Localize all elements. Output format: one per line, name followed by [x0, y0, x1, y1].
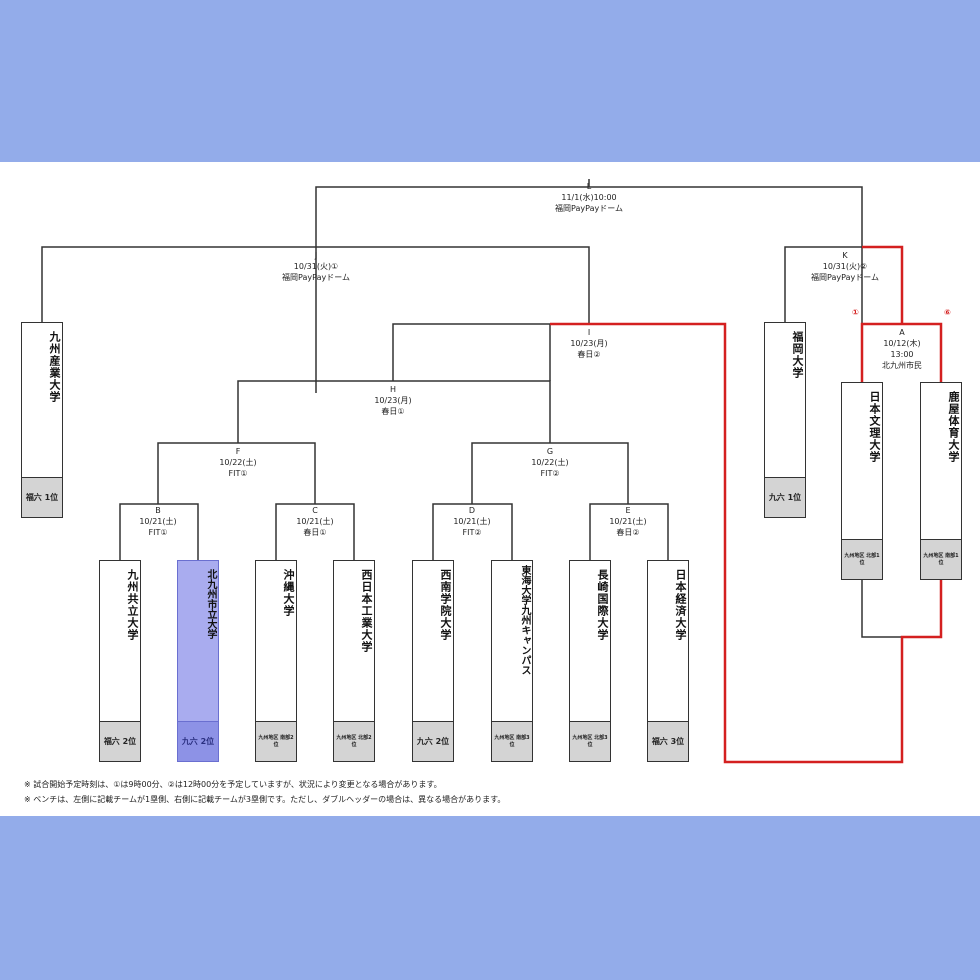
team-qualification: 九州地区 南部1位	[921, 539, 961, 579]
team-name: 九州産業大学	[48, 331, 61, 403]
team-name: 西日本工業大学	[360, 569, 373, 653]
team-qualification: 九州地区 北部2位	[334, 721, 374, 761]
team-qualification: 福六 1位	[22, 477, 62, 517]
team-box: 西南学院大学 九六 2位	[412, 560, 454, 762]
team-box: 鹿屋体育大学 九州地区 南部1位	[920, 382, 962, 580]
team-qualification: 九六 1位	[765, 477, 805, 517]
team-box: 西日本工業大学 九州地区 北部2位	[333, 560, 375, 762]
team-name: 九州共立大学	[126, 569, 139, 641]
team-box: 東海大学九州キャンパス 九州地区 南部3位	[491, 560, 533, 762]
team-box: 九州共立大学 福六 2位	[99, 560, 141, 762]
team-name: 日本経済大学	[674, 569, 687, 641]
team-name: 福岡大学	[791, 331, 804, 379]
team-name: 日本文理大学	[868, 391, 881, 463]
team-qualification: 九州地区 北部1位	[842, 539, 882, 579]
team-box: 長崎国際大学 九州地区 北部3位	[569, 560, 611, 762]
team-name: 鹿屋体育大学	[947, 391, 960, 463]
team-qualification: 九州地区 北部3位	[570, 721, 610, 761]
note-bench: ※ ベンチは、左側に記載チームが1塁側、右側に記載チームが3塁側です。ただし、ダ…	[24, 795, 506, 804]
team-qualification: 九六 2位	[413, 721, 453, 761]
team-name: 長崎国際大学	[596, 569, 609, 641]
team-qualification: 九州地区 南部2位	[256, 721, 296, 761]
bracket-lines	[41, 179, 943, 764]
team-box: 日本経済大学 福六 3位	[647, 560, 689, 762]
seed-left: ①	[852, 308, 859, 317]
team-name: 東海大学九州キャンパス	[519, 565, 530, 675]
team-box: 沖縄大学 九州地区 南部2位	[255, 560, 297, 762]
team-box: 九州産業大学 福六 1位	[21, 322, 63, 518]
note-start-time: ※ 試合開始予定時刻は、①は9時00分、②は12時00分を予定していますが、状況…	[24, 780, 442, 789]
team-qualification: 九六 2位	[178, 721, 218, 761]
team-box: 日本文理大学 九州地区 北部1位	[841, 382, 883, 580]
team-qualification: 九州地区 南部3位	[492, 721, 532, 761]
seed-right: ⑥	[944, 308, 951, 317]
team-box-highlighted: 北九州市立大学 九六 2位	[177, 560, 219, 762]
team-qualification: 福六 2位	[100, 721, 140, 761]
team-name: 北九州市立大学	[205, 569, 216, 639]
team-qualification: 福六 3位	[648, 721, 688, 761]
team-box: 福岡大学 九六 1位	[764, 322, 806, 518]
team-name: 西南学院大学	[439, 569, 452, 641]
team-name: 沖縄大学	[282, 569, 295, 617]
